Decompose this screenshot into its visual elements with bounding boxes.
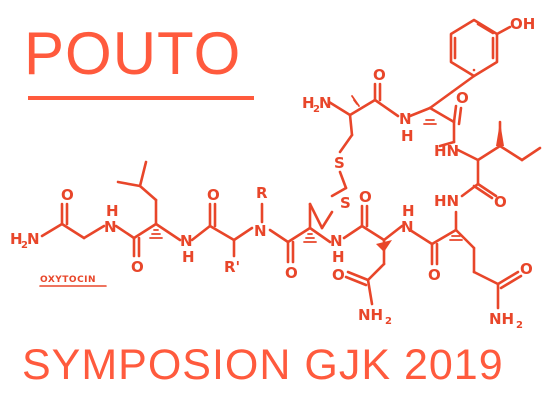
hn-right-2: HN [434, 192, 459, 210]
nh-gly-n: N [104, 218, 117, 236]
o-cys: O [285, 264, 298, 282]
h2n-left-n: N [27, 230, 40, 248]
poster-footer: SYMPOSION GJK 2019 [22, 341, 504, 389]
r-label: R [256, 184, 268, 202]
o-top-2: O [456, 89, 469, 107]
oxytocin-label: OXYTOCIN [40, 275, 96, 285]
nh2-gln-sub: 2 [516, 320, 523, 331]
h2n-top-h: H [302, 94, 315, 112]
o-leu: O [131, 258, 144, 276]
nh-top-1-n: N [399, 110, 412, 128]
s-1: S [334, 154, 345, 172]
nh-top-1-h: H [401, 127, 414, 145]
o-left-gly: O [61, 186, 74, 204]
nh2-gln-n: NH [489, 310, 514, 328]
h2n-left-h: H [10, 230, 23, 248]
ile-wedge [496, 122, 504, 146]
nh-gly-h: H [106, 202, 119, 220]
asn-wedge [376, 240, 392, 252]
h2n-top-sub: 2 [313, 104, 320, 115]
o-top-1: O [373, 66, 386, 84]
hashed-bonds [149, 95, 463, 243]
nh-asn-h: H [402, 202, 415, 220]
glutamine-backbone [408, 210, 523, 310]
s-2: S [340, 194, 351, 212]
o-asn-side: O [332, 266, 345, 284]
hn-right-1: HN [434, 142, 459, 160]
oh-label: OH [510, 15, 535, 33]
h-cys: H [332, 248, 345, 266]
title-underline [28, 96, 254, 100]
n-leu: N [180, 232, 193, 250]
tyrosine-ring [428, 18, 512, 110]
o-gln-side: O [520, 260, 533, 278]
o-right-1: O [494, 193, 507, 211]
top-backbone [327, 82, 463, 144]
r-prime-label: R' [224, 258, 240, 276]
n-pro: N [254, 222, 267, 240]
nh-asn-n: N [401, 218, 414, 236]
o-pro: O [207, 186, 220, 204]
o-asn-main: O [359, 188, 372, 206]
h2n-top-n: N [319, 94, 332, 112]
nh2-asn-n: NH [358, 306, 383, 324]
n-cys: N [330, 232, 343, 250]
h2n-left-sub: 2 [21, 240, 28, 251]
disulfide-bridge [320, 113, 354, 230]
nh2-asn-sub: 2 [385, 316, 392, 327]
poster-title: POUTO [24, 20, 242, 87]
h-leu: H [182, 248, 195, 266]
o-gln-main: O [428, 266, 441, 284]
